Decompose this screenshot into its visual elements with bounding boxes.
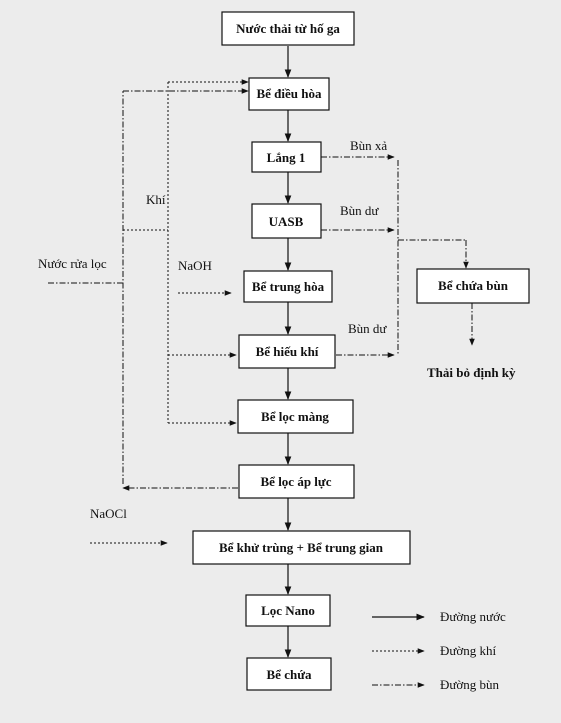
svg-text:Bể lọc áp lực: Bể lọc áp lực <box>261 474 332 489</box>
box-storage-tank: Bể chứa <box>246 657 332 691</box>
label-backwash-water: Nước rửa lọc <box>38 256 107 271</box>
box-aerobic-tank: Bể hiếu khí <box>238 334 336 369</box>
svg-text:Lắng 1: Lắng 1 <box>267 150 306 165</box>
svg-text:Bể hiếu khí: Bể hiếu khí <box>256 344 319 359</box>
svg-text:Bể chứa bùn: Bể chứa bùn <box>438 278 509 293</box>
legend-water-line: Đường nước <box>372 609 506 624</box>
box-disinfection-tank: Bể khử trùng + Bể trung gian <box>192 530 411 565</box>
svg-text:Đường khí: Đường khí <box>440 643 497 658</box>
box-neutralization-tank: Bể trung hòa <box>243 270 333 303</box>
svg-text:Đường nước: Đường nước <box>440 609 506 624</box>
legend-air-line: Đường khí <box>372 643 497 658</box>
label-excess-sludge-1: Bùn dư <box>340 203 379 218</box>
box-equalization-tank: Bể điều hòa <box>248 77 330 111</box>
label-sludge-discharge: Bùn xả <box>350 138 387 153</box>
svg-text:Nước thải từ hố ga: Nước thải từ hố ga <box>236 21 340 36</box>
box-pressure-filter: Bể lọc áp lực <box>238 464 355 499</box>
svg-text:Bể điều hòa: Bể điều hòa <box>256 86 322 101</box>
svg-text:Bể chứa: Bể chứa <box>267 667 312 682</box>
svg-text:Bể khử trùng + Bể trung gian: Bể khử trùng + Bể trung gian <box>219 540 384 555</box>
label-naocl: NaOCl <box>90 506 127 521</box>
legend-sludge-line: Đường bùn <box>372 677 500 692</box>
air-lines <box>90 79 249 546</box>
label-periodic-disposal: Thải bỏ định kỳ <box>427 365 516 380</box>
legend: Đường nước Đường khí Đường bùn <box>372 609 506 692</box>
label-air: Khí <box>146 192 166 207</box>
label-naoh: NaOH <box>178 258 212 273</box>
box-primary-settling: Lắng 1 <box>251 141 322 173</box>
sludge-lines <box>48 88 475 491</box>
svg-text:UASB: UASB <box>269 214 304 229</box>
svg-text:Đường bùn: Đường bùn <box>440 677 500 692</box>
box-membrane-filter: Bể lọc màng <box>237 399 354 434</box>
svg-text:Bể trung hòa: Bể trung hòa <box>252 279 325 294</box>
label-excess-sludge-2: Bùn dư <box>348 321 387 336</box>
box-nano-filter: Lọc Nano <box>245 594 331 627</box>
box-wastewater-source: Nước thải từ hố ga <box>221 11 355 46</box>
box-sludge-tank: Bể chứa bùn <box>416 268 530 304</box>
svg-text:Lọc Nano: Lọc Nano <box>261 603 315 618</box>
svg-text:Bể lọc màng: Bể lọc màng <box>261 409 329 424</box>
box-uasb: UASB <box>251 203 322 239</box>
